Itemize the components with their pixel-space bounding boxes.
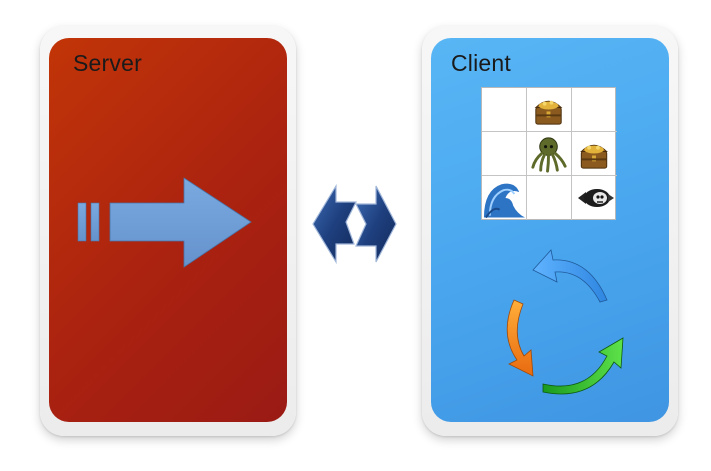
grid-cell-empty [482,88,527,132]
server-title: Server [73,50,142,76]
client-panel: Client [431,38,669,422]
refresh-cycle-icon [506,249,624,395]
grid-cell-empty [482,132,527,176]
grid-cell-empty [527,176,572,220]
client-title: Client [451,50,512,76]
client-card: Client [422,26,678,436]
server-panel: Server [49,38,287,422]
grid-cell-empty [572,88,617,132]
skull-fish-icon [572,176,617,220]
treasure-chest-icon [527,88,572,132]
game-grid [481,87,617,220]
wave-icon [482,176,527,220]
push-arrow-icon [77,177,252,268]
treasure-chest-icon [572,132,617,176]
server-card: Server [40,26,296,436]
octopus-icon [527,132,572,176]
